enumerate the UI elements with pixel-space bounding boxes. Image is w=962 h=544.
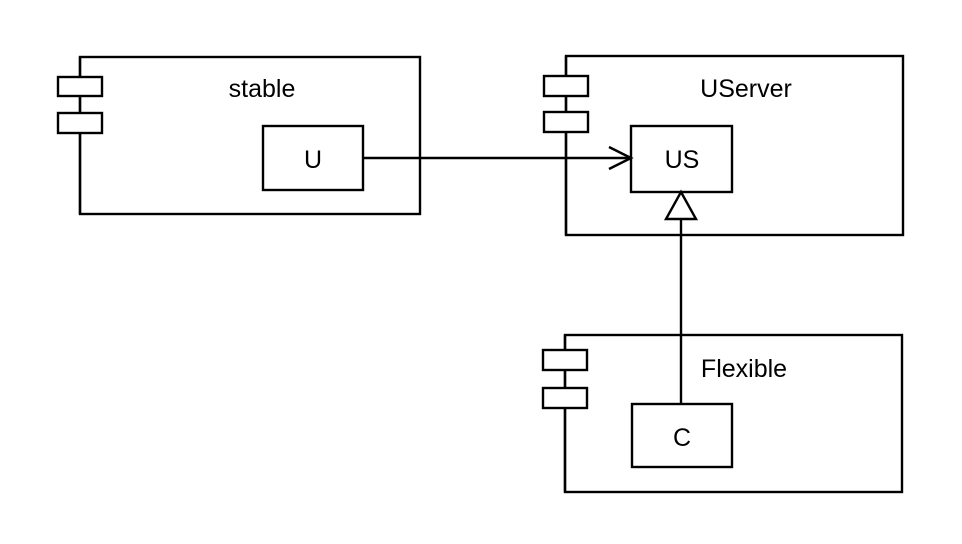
component-userver[interactable]: UServer US (542, 54, 905, 237)
port-c-label: C (673, 424, 691, 452)
component-userver-label: UServer (700, 75, 792, 103)
generalization-hollow-triangle-arrowhead (663, 189, 699, 221)
connector-usage-u-to-us[interactable] (363, 145, 634, 171)
component-userver-frame[interactable] (564, 54, 905, 237)
component-flexible-tab-lower-icon (541, 386, 589, 410)
component-userver-tab-lower-icon (542, 110, 590, 134)
port-u-label: U (304, 146, 322, 174)
component-userver-tab-upper-icon (542, 74, 590, 98)
component-flexible[interactable]: Flexible C (541, 333, 904, 494)
component-flexible-tab-upper-icon (541, 348, 589, 372)
port-u-box[interactable] (261, 124, 365, 192)
component-stable[interactable]: stable U (56, 55, 422, 216)
component-stable-tab-lower-icon (56, 111, 104, 135)
usage-open-arrowhead (608, 145, 634, 171)
component-stable-label: stable (229, 75, 296, 103)
port-c-box[interactable] (630, 402, 734, 469)
component-flexible-label: Flexible (701, 355, 787, 383)
connector-generalization-c-to-us[interactable] (663, 189, 699, 404)
component-stable-tab-upper-icon (56, 75, 104, 98)
port-us-label: US (665, 146, 700, 174)
component-flexible-frame[interactable] (563, 333, 904, 494)
